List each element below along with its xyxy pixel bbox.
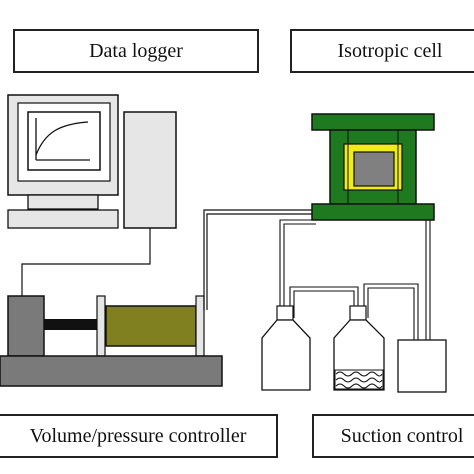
suction-lines bbox=[279, 219, 431, 380]
data-logger-label: Data logger bbox=[13, 29, 259, 73]
suction-bottle-left bbox=[261, 305, 311, 391]
isotropic-cell-label: Isotropic cell bbox=[290, 29, 474, 73]
volume-pressure-controller-label: Volume/pressure controller bbox=[0, 414, 278, 458]
isotropic-cell bbox=[311, 113, 435, 221]
computer-tower bbox=[123, 111, 177, 229]
computer-monitor bbox=[7, 94, 119, 229]
pressure-line bbox=[203, 209, 312, 310]
suction-bottle-right bbox=[333, 305, 385, 391]
data-cable bbox=[21, 228, 151, 296]
suction-control-label: Suction control bbox=[312, 414, 474, 458]
volume-pressure-controller bbox=[0, 295, 223, 387]
suction-unit bbox=[397, 339, 447, 393]
